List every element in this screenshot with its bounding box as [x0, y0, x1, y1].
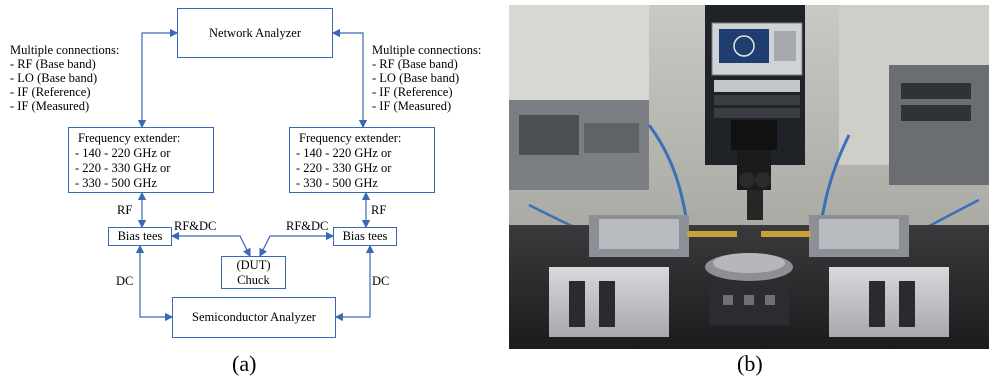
network-analyzer-box: Network Analyzer [177, 8, 333, 58]
right-extender-line: - 220 - 330 GHz or [296, 161, 392, 175]
right-connections-title: Multiple connections: [372, 43, 482, 57]
right-rf-label: RF [371, 203, 387, 217]
semiconductor-analyzer-label: Semiconductor Analyzer [192, 310, 316, 324]
right-connections-line: - IF (Reference) [372, 85, 453, 99]
right-bias-tees-label: Bias tees [342, 229, 388, 243]
diagram-connectors [135, 28, 375, 322]
link-na-right-extender [331, 28, 368, 129]
chuck-label: Chuck [237, 273, 270, 287]
left-extender-line: - 140 - 220 GHz or [75, 146, 171, 160]
left-rf-label: RF [117, 203, 133, 217]
probe-station-illustration [509, 5, 989, 349]
network-analyzer-label: Network Analyzer [209, 26, 301, 40]
right-rfdc-label: RF&DC [286, 219, 329, 233]
right-extender-line: - 330 - 500 GHz [296, 176, 378, 190]
left-connections-line: - RF (Base band) [10, 57, 96, 71]
left-extender-line: - 330 - 500 GHz [75, 176, 157, 190]
right-extender-line: - 140 - 220 GHz or [296, 146, 392, 160]
link-left-bias-dut [170, 231, 251, 258]
left-bias-tees-box: Bias tees [108, 227, 172, 246]
right-connections-line: - IF (Measured) [372, 99, 452, 113]
dut-label: (DUT) [236, 258, 271, 272]
right-connections-line: - RF (Base band) [372, 57, 458, 71]
caption-a: (a) [232, 351, 257, 376]
right-dc-label: DC [372, 274, 390, 288]
left-dc-label: DC [116, 274, 134, 288]
left-extender-title: Frequency extender: [78, 131, 181, 145]
link-right-bias-dut [259, 231, 335, 258]
left-rfdc-label: RF&DC [174, 219, 217, 233]
left-connections-line: - IF (Measured) [10, 99, 90, 113]
right-extender-title: Frequency extender: [299, 131, 402, 145]
link-na-left-extender [137, 28, 179, 129]
left-extender-line: - 220 - 330 GHz or [75, 161, 171, 175]
right-frequency-extender-box: Frequency extender: - 140 - 220 GHz or -… [289, 127, 435, 193]
left-connections-line: - LO (Base band) [10, 71, 98, 85]
right-connections-line: - LO (Base band) [372, 71, 460, 85]
caption-b: (b) [737, 351, 763, 376]
semiconductor-analyzer-box: Semiconductor Analyzer [172, 297, 336, 338]
left-connections-title: Multiple connections: [10, 43, 120, 57]
left-connections-line: - IF (Reference) [10, 85, 91, 99]
right-bias-tees-box: Bias tees [333, 227, 397, 246]
left-bias-tees-label: Bias tees [117, 229, 163, 243]
probe-station-photo [509, 5, 989, 349]
link-right-bias-sa [334, 244, 375, 322]
left-frequency-extender-box: Frequency extender: - 140 - 220 GHz or -… [68, 127, 214, 193]
dut-chuck-box: (DUT) Chuck [221, 256, 286, 289]
link-left-bias-sa [135, 244, 174, 322]
